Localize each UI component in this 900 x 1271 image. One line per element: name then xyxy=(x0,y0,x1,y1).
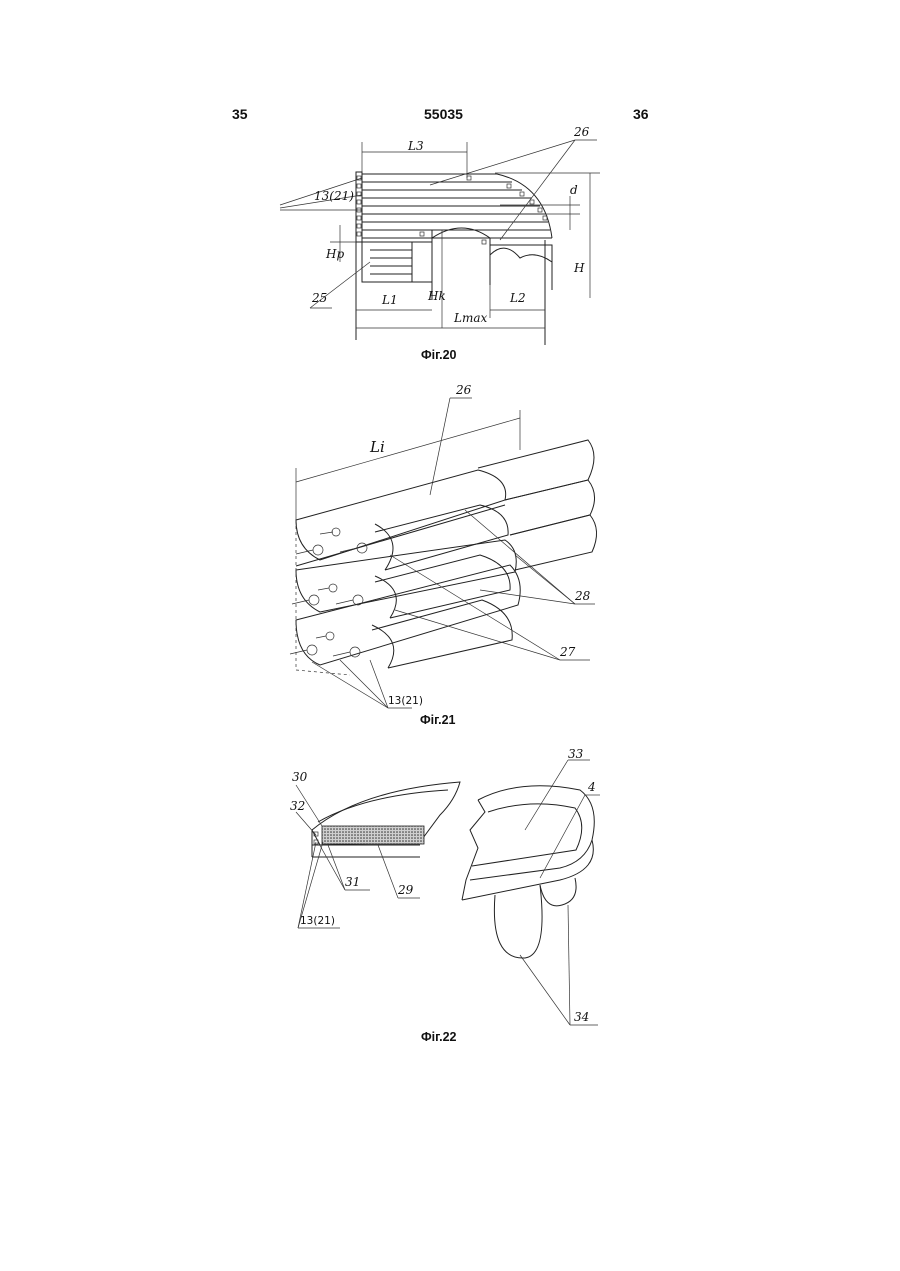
fig22-label-32: 32 xyxy=(290,799,305,813)
fig22-caption: Фіг.22 xyxy=(421,1030,456,1044)
fig22-label-34: 34 xyxy=(574,1010,589,1024)
fig22-label-4: 4 xyxy=(587,780,596,794)
fig22-label-13: 13(21) xyxy=(300,915,335,927)
fig22-label-33: 33 xyxy=(568,747,584,761)
fig22-label-30: 30 xyxy=(292,770,308,784)
fig22-label-29: 29 xyxy=(397,883,414,897)
fig22-label-31: 31 xyxy=(345,875,360,889)
